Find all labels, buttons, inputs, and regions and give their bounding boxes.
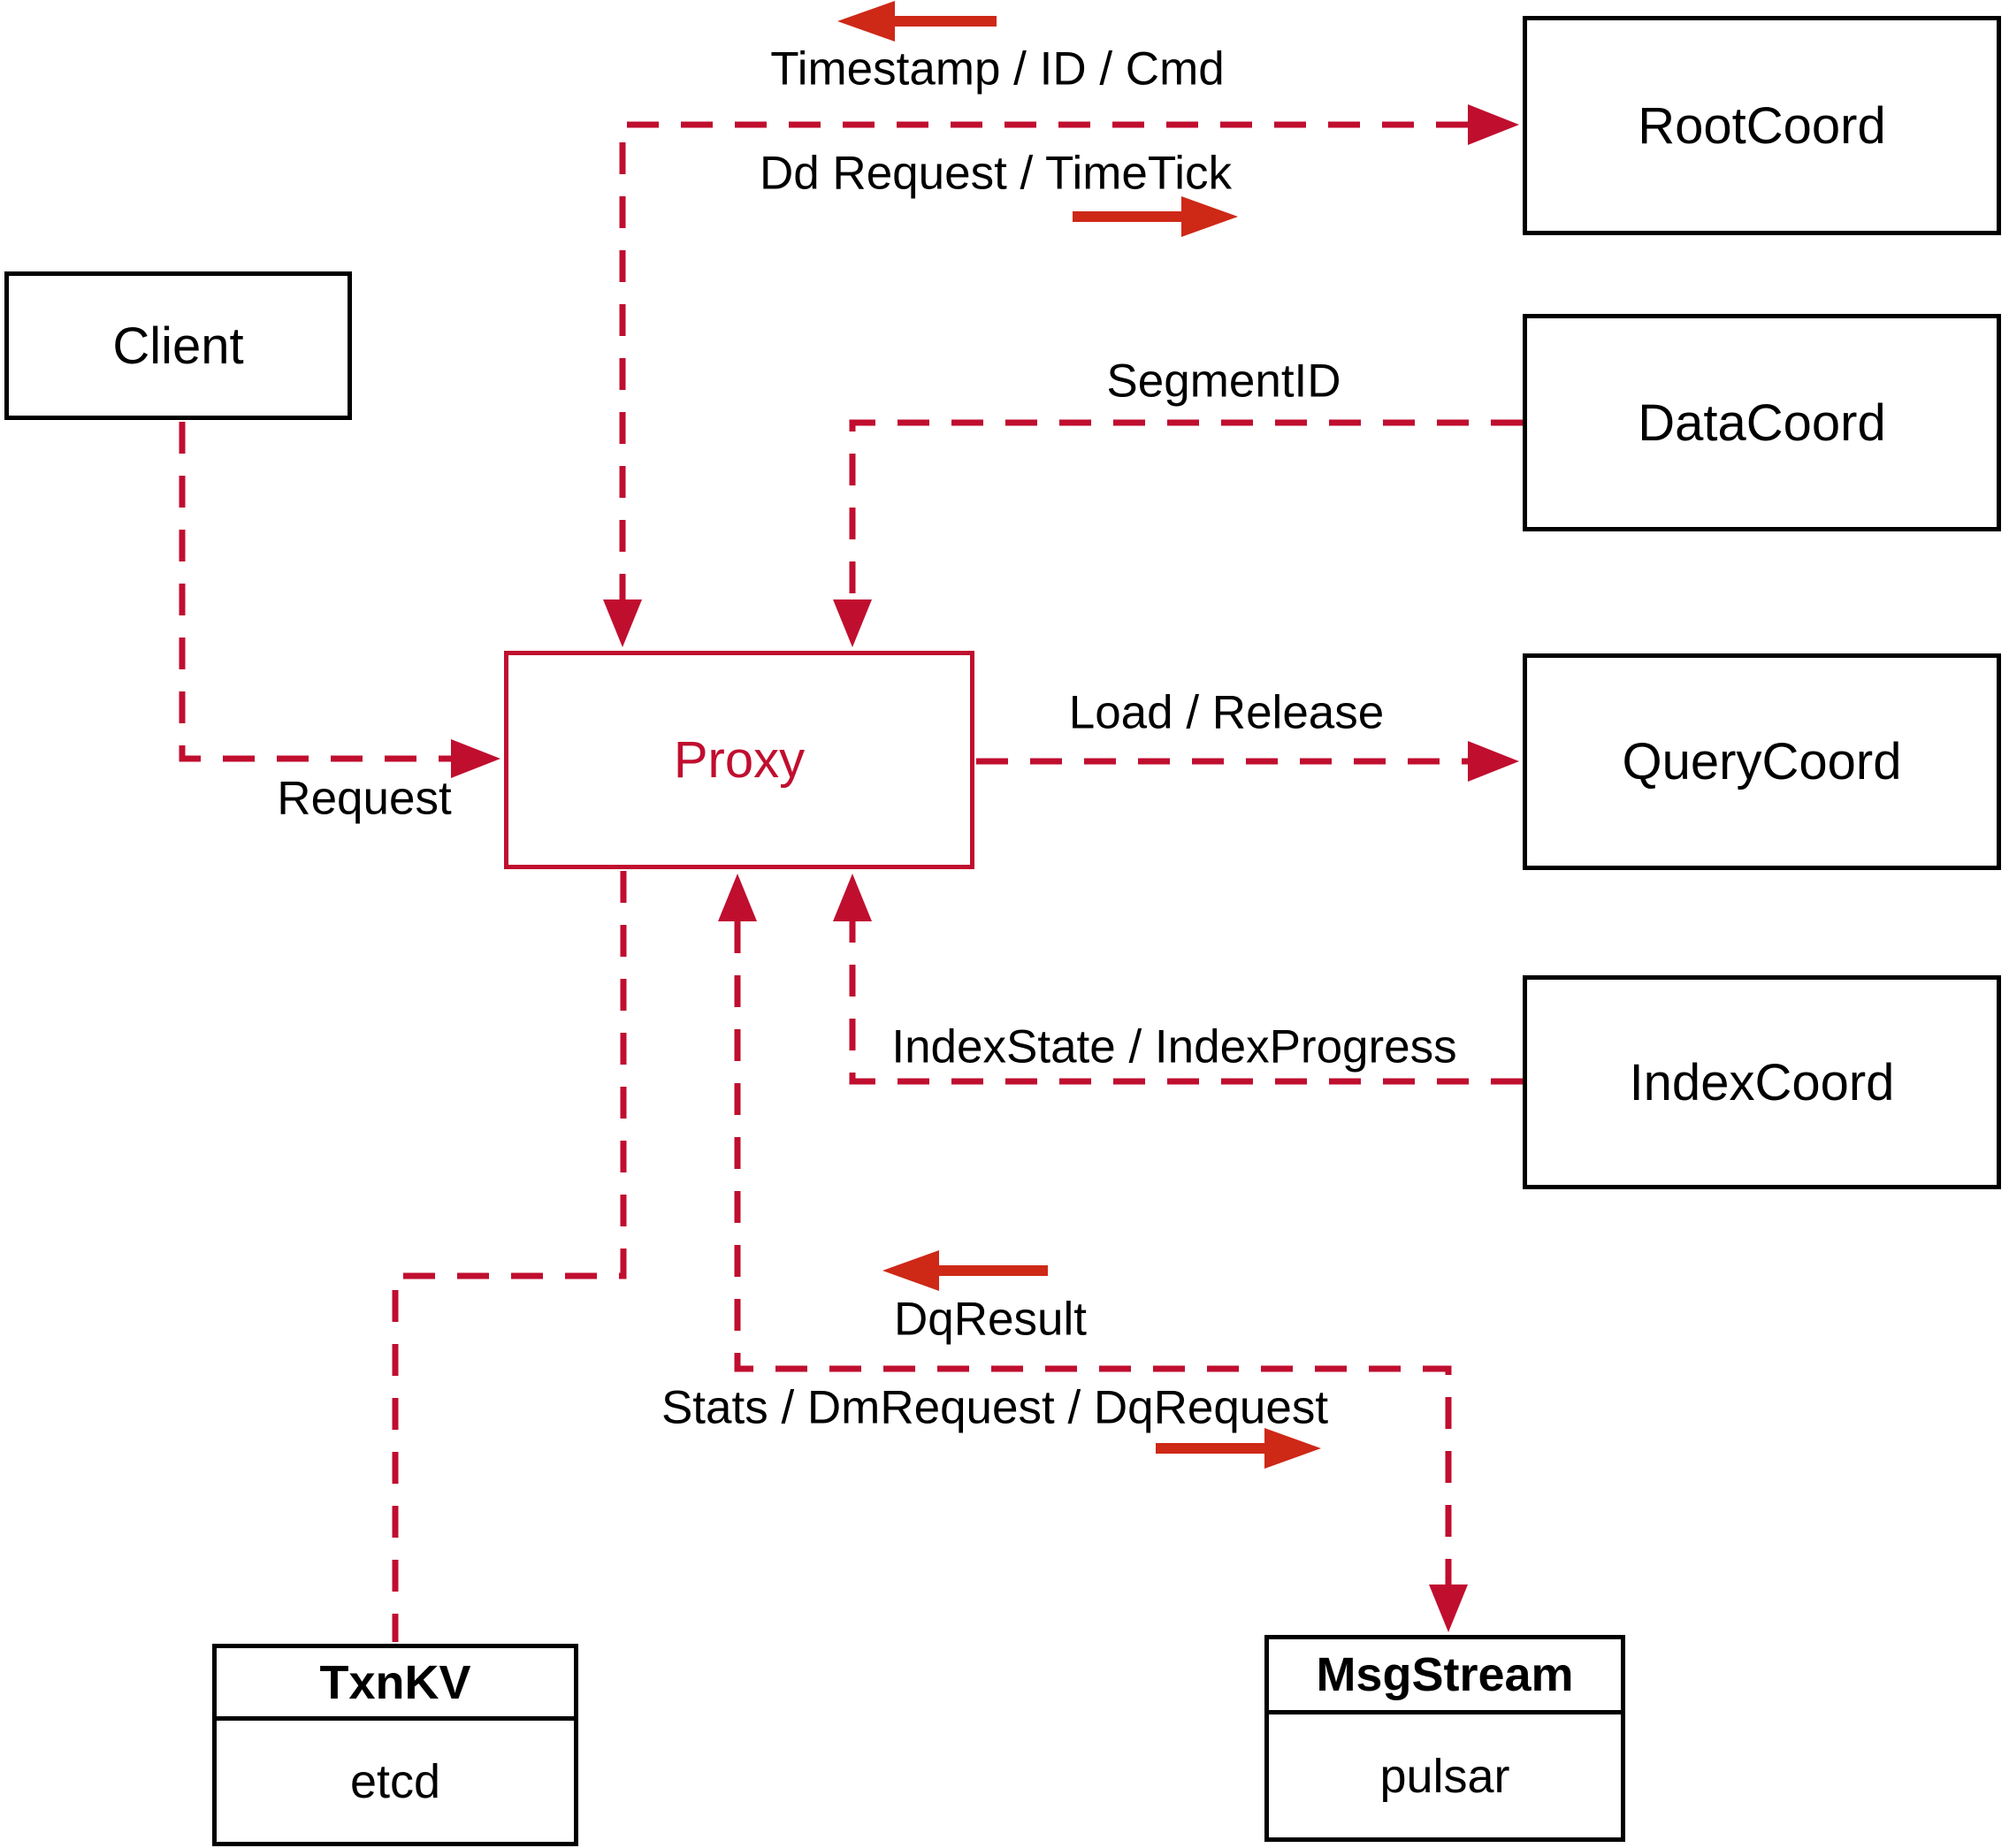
edge-label-load-release: Load / Release <box>1068 686 1385 739</box>
edge-label-timestamp-id-cmd: Timestamp / ID / Cmd <box>770 42 1225 95</box>
node-proxy-label: Proxy <box>673 731 806 789</box>
edge-client-proxy <box>179 422 500 778</box>
node-datacoord-label: DataCoord <box>1638 393 1886 452</box>
arrowhead-into-querycoord <box>1468 741 1519 782</box>
node-client-label: Client <box>112 317 244 375</box>
node-txnkv-body: etcd <box>217 1721 574 1842</box>
node-txnkv-title: TxnKV <box>217 1648 574 1721</box>
edge-proxy-msgstream <box>718 874 1468 1632</box>
flow-arrow-timestamp-left <box>837 1 997 42</box>
node-msgstream-title-label: MsgStream <box>1316 1648 1574 1701</box>
arrowhead-into-proxy-top-right <box>833 599 872 647</box>
node-indexcoord-label: IndexCoord <box>1629 1053 1895 1111</box>
node-client: Client <box>4 271 352 420</box>
edge-label-index-state-progress: IndexState / IndexProgress <box>891 1020 1457 1073</box>
edge-label-dd-request-timetick: Dd Request / TimeTick <box>759 147 1233 200</box>
node-proxy: Proxy <box>504 651 974 869</box>
edge-proxy-msgstream-line <box>734 921 1452 1585</box>
edge-client-proxy-line <box>179 422 451 762</box>
flow-arrow-ddrequest-right <box>1073 196 1238 237</box>
node-msgstream-impl-label: pulsar <box>1379 1749 1510 1803</box>
edge-indexcoord-proxy <box>833 874 1523 1085</box>
edge-datacoord-proxy-line <box>849 419 1523 599</box>
node-rootcoord-label: RootCoord <box>1638 96 1886 155</box>
right-arrow-icon <box>1181 196 1238 237</box>
node-rootcoord: RootCoord <box>1523 16 2001 235</box>
arrowhead-into-proxy-bottom-right <box>833 874 872 921</box>
node-msgstream-body: pulsar <box>1269 1714 1621 1837</box>
edge-proxy-rootcoord <box>603 104 1519 647</box>
edge-datacoord-proxy <box>833 419 1523 647</box>
node-txnkv-impl-label: etcd <box>349 1754 441 1808</box>
right-arrow-icon <box>1264 1428 1321 1469</box>
node-msgstream: MsgStream pulsar <box>1264 1635 1625 1842</box>
node-querycoord: QueryCoord <box>1523 653 2001 870</box>
edge-label-stats-dm-dq: Stats / DmRequest / DqRequest <box>661 1381 1329 1434</box>
flow-arrow-stats-right <box>1156 1428 1321 1469</box>
node-datacoord: DataCoord <box>1523 314 2001 531</box>
edge-proxy-txnkv-line <box>392 871 627 1642</box>
edge-label-segment-id: SegmentID <box>1106 355 1341 408</box>
arrowhead-into-proxy-left <box>451 739 500 778</box>
edge-proxy-rootcoord-line <box>619 121 1468 599</box>
edge-proxy-txnkv <box>392 871 627 1642</box>
arrowhead-into-rootcoord <box>1468 104 1519 145</box>
left-arrow-icon <box>837 1 895 42</box>
arrowhead-into-msgstream <box>1429 1585 1468 1632</box>
left-arrow-icon <box>882 1250 939 1291</box>
edge-label-dq-result: DqResult <box>894 1293 1087 1346</box>
node-querycoord-label: QueryCoord <box>1622 733 1902 790</box>
node-txnkv-title-label: TxnKV <box>319 1655 471 1709</box>
node-txnkv: TxnKV etcd <box>212 1644 578 1846</box>
edge-proxy-querycoord <box>976 741 1519 782</box>
node-msgstream-title: MsgStream <box>1269 1639 1621 1714</box>
edge-label-request: Request <box>277 772 452 825</box>
node-indexcoord: IndexCoord <box>1523 975 2001 1189</box>
arrowhead-into-proxy-top-left <box>603 599 642 647</box>
arrowhead-into-proxy-bottom-mid <box>718 874 757 921</box>
edge-indexcoord-proxy-line <box>849 921 1523 1085</box>
flow-arrow-dqresult-left <box>882 1250 1048 1291</box>
